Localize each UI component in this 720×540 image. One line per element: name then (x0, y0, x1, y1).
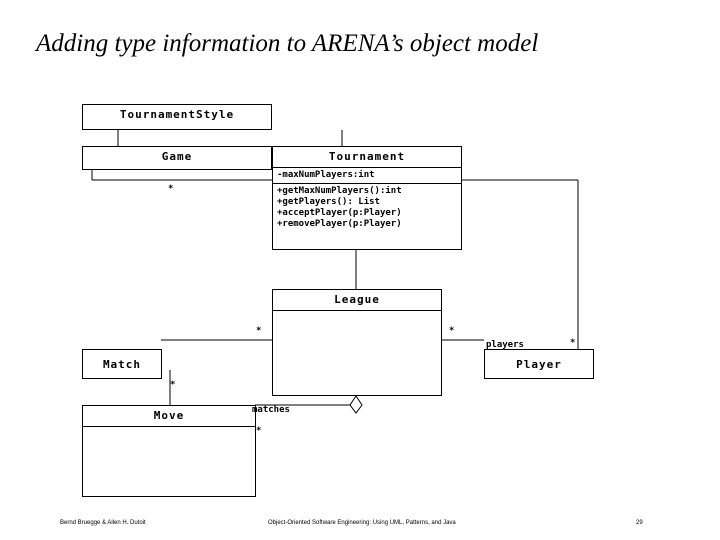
class-name: League (273, 290, 441, 311)
class-tournament[interactable]: Tournament -maxNumPlayers:int +getMaxNum… (272, 146, 462, 250)
multiplicity-star: * (570, 338, 576, 348)
multiplicity-star: * (168, 184, 174, 194)
operation: +getPlayers(): List (277, 197, 380, 207)
operation: +acceptPlayer(p:Player) (277, 208, 402, 218)
operations-compartment: +getMaxNumPlayers():int +getPlayers(): L… (273, 184, 461, 232)
class-name: Move (83, 406, 255, 427)
footer-book-title: Object-Oriented Software Engineering: Us… (268, 520, 456, 526)
class-name: Player (516, 358, 562, 371)
class-move[interactable]: Move (82, 405, 256, 497)
class-game[interactable]: Game (82, 146, 272, 170)
attributes-compartment: -maxNumPlayers:int (273, 168, 461, 184)
class-name: Tournament (273, 147, 461, 168)
footer-authors: Bernd Bruegge & Allen H. Dutoit (60, 520, 146, 526)
multiplicity-star: * (170, 380, 176, 390)
footer-page-number: 29 (636, 520, 643, 526)
operation: +getMaxNumPlayers():int (277, 186, 402, 196)
class-match[interactable]: Match (82, 349, 162, 379)
class-player[interactable]: Player (484, 349, 594, 379)
multiplicity-star: * (256, 326, 262, 336)
class-name: TournamentStyle (119, 108, 235, 121)
class-league[interactable]: League (272, 289, 442, 396)
operation: +removePlayer(p:Player) (277, 219, 402, 229)
multiplicity-star: * (449, 326, 455, 336)
players-role-label: players (486, 340, 524, 350)
matches-role-label: matches (252, 405, 290, 415)
class-name: Match (102, 358, 142, 371)
class-name: Game (161, 150, 193, 163)
attribute: -maxNumPlayers:int (277, 170, 375, 180)
aggregation-diamond (349, 395, 363, 414)
multiplicity-star: * (256, 426, 262, 436)
class-tournament-style[interactable]: TournamentStyle (82, 104, 272, 130)
slide-title: Adding type information to ARENA’s objec… (36, 30, 539, 57)
